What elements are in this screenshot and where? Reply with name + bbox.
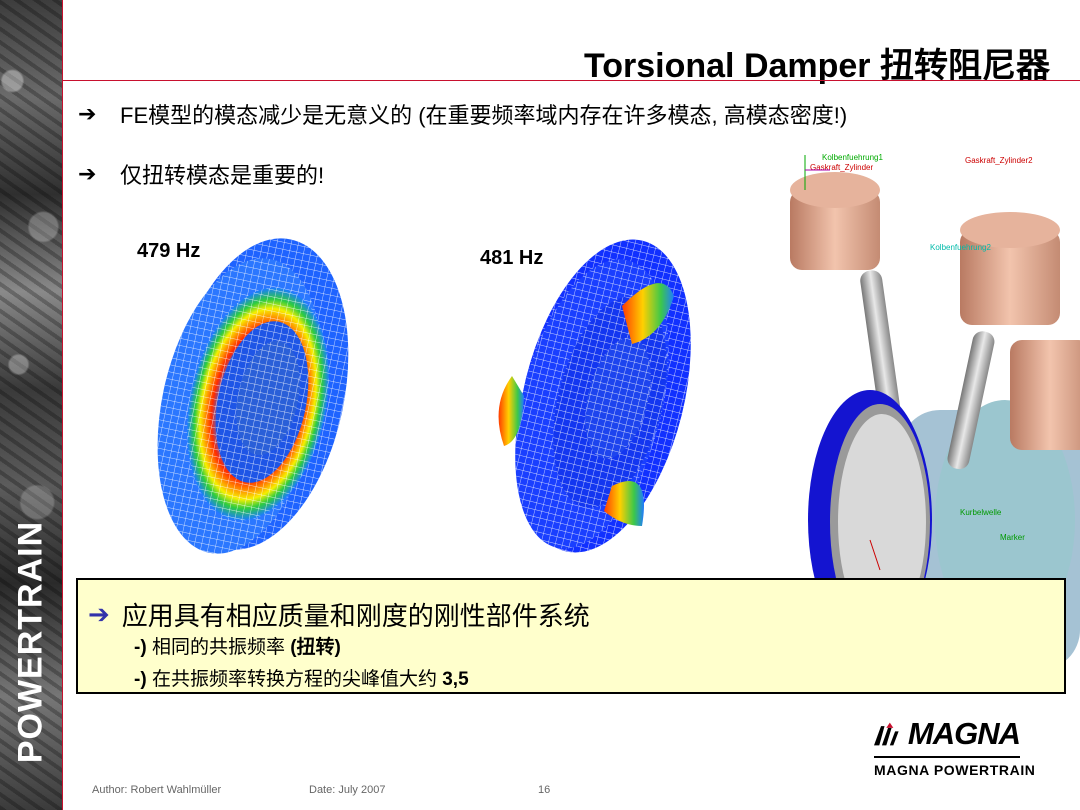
footer-page-number: 16 — [538, 784, 551, 796]
slide-title: Torsional Damper 扭转阻尼器 — [584, 47, 1050, 85]
callout-item: -) 在共振频率转换方程的尖峰值大约 3,5 — [134, 664, 469, 691]
footer-date: Date: July 2007 — [309, 784, 386, 796]
callout-item-suffix: (扭转) — [290, 637, 341, 658]
mode-frequency-label: 481 Hz — [480, 247, 544, 269]
side-divider — [62, 0, 63, 810]
bullet-text: FE模型的模态减少是无意义的 (在重要频率域内存在许多模态, 高模态密度!) — [120, 103, 848, 128]
title-divider — [62, 80, 1080, 81]
engine-label: Kolbenfuehrung2 — [930, 243, 991, 252]
engine-label: Marker — [1000, 533, 1025, 542]
arrow-icon: ➔ — [78, 101, 97, 126]
callout-item-prefix: -) — [134, 637, 147, 658]
arrow-icon: ➔ — [78, 161, 97, 186]
summary-callout: ➔ 应用具有相应质量和刚度的刚性部件系统 -) 相同的共振频率 (扭转) -) … — [76, 578, 1066, 694]
fe-mode-figure-481 — [498, 239, 691, 553]
side-decorative-band: POWERTRAIN — [0, 0, 62, 810]
crankshaft-multibody-model: Gaskraft_Zylinder Gaskraft_Zylinder2 Kol… — [790, 153, 1080, 670]
magna-logo: MAGNA MAGNA POWERTRAIN — [874, 716, 1036, 778]
magna-emblem-icon — [874, 722, 899, 746]
mode-frequency-label: 479 Hz — [137, 240, 201, 262]
fe-mode-figure-479 — [157, 238, 349, 554]
callout-item-suffix: 3,5 — [442, 669, 469, 690]
logo-mark-row: MAGNA — [874, 716, 1021, 752]
callout-heading-row: ➔ 应用具有相应质量和刚度的刚性部件系统 — [88, 596, 590, 633]
bullet-item: ➔ 仅扭转模态是重要的! — [78, 158, 324, 190]
logo-wordmark: MAGNA — [907, 716, 1021, 751]
callout-item-prefix: -) — [134, 669, 147, 690]
arrow-icon: ➔ — [88, 599, 110, 629]
engine-label: Kurbelwelle — [960, 508, 1002, 517]
engine-label: Kolbenfuehrung1 — [822, 153, 883, 162]
engine-label: Gaskraft_Zylinder — [810, 163, 873, 172]
callout-heading: 应用具有相应质量和刚度的刚性部件系统 — [121, 601, 590, 631]
bullet-text: 仅扭转模态是重要的! — [120, 163, 325, 188]
logo-divider — [874, 756, 1020, 758]
callout-item-text: 相同的共振频率 — [151, 637, 285, 658]
logo-subtitle: MAGNA POWERTRAIN — [874, 762, 1036, 778]
callout-item-text: 在共振频率转换方程的尖峰值大约 — [151, 669, 437, 690]
footer-author: Author: Robert Wahlmüller — [92, 784, 222, 796]
engine-label: Gaskraft_Zylinder2 — [965, 156, 1033, 165]
callout-item: -) 相同的共振频率 (扭转) — [134, 632, 341, 659]
side-brand-text: POWERTRAIN — [11, 520, 50, 764]
bullet-item: ➔ FE模型的模态减少是无意义的 (在重要频率域内存在许多模态, 高模态密度!) — [78, 98, 847, 130]
